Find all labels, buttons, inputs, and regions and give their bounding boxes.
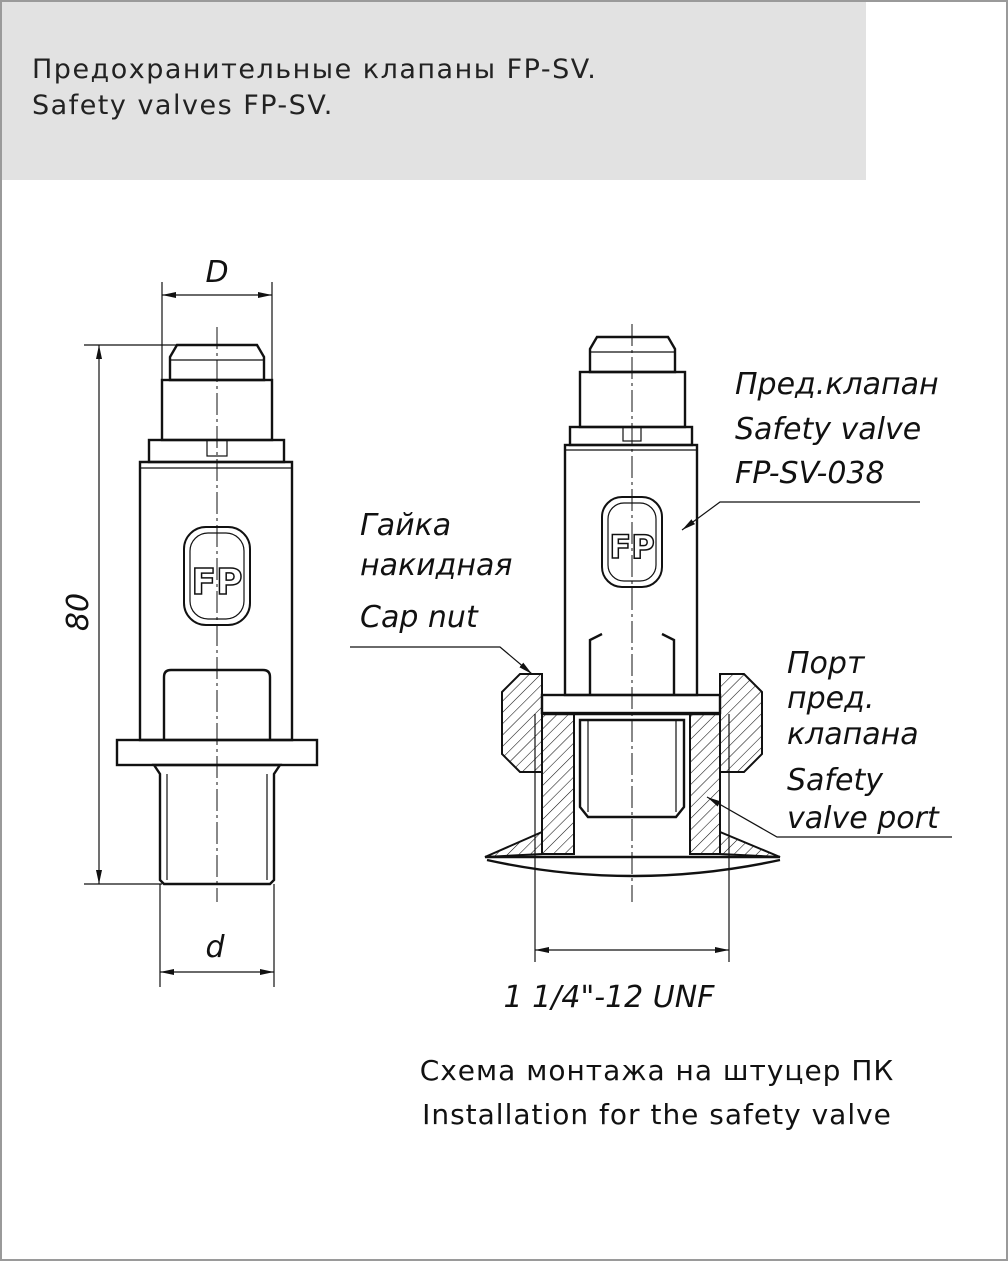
cap-nut-label-en: Cap nut	[360, 600, 479, 635]
valve-label-en: Safety valve	[735, 412, 921, 447]
title-ru: Предохранительные клапаны FP-SV.	[32, 54, 598, 85]
thread-dim: 1 1/4"-12 UNF	[504, 980, 716, 1015]
cap-nut-label-ru-1: Гайка	[360, 508, 451, 543]
cap-nut-label-ru-2: накидная	[360, 548, 512, 583]
valve-label-ru: Пред.клапан	[735, 367, 939, 402]
port-label-ru-2: пред.	[787, 681, 874, 716]
port-label-ru-1: Порт	[787, 646, 866, 681]
valve-model: FP-SV-038	[735, 456, 885, 491]
title-en: Safety valves FP-SV.	[32, 90, 334, 121]
logo-text: FP	[609, 528, 654, 566]
port-label-ru-3: клапана	[787, 717, 919, 752]
header-panel: Предохранительные клапаны FP-SV. Safety …	[2, 2, 866, 180]
port-label-en-1: Safety	[787, 763, 884, 798]
port-label-en-2: valve port	[787, 801, 940, 836]
fp-logo: FP	[601, 496, 663, 588]
dim-d: d	[205, 930, 225, 965]
left-valve-view: FP D 80 d	[61, 255, 319, 987]
dim-80: 80	[61, 593, 96, 631]
caption-ru: Схема монтажа на штуцер ПК	[420, 1054, 895, 1087]
dim-D: D	[205, 255, 228, 290]
caption-en: Installation for the safety valve	[422, 1098, 892, 1131]
logo-text: FP	[192, 562, 243, 603]
fp-logo: FP	[183, 526, 251, 626]
right-assembly-view: FP 1 1/4"-12 UNF П	[350, 324, 952, 1015]
